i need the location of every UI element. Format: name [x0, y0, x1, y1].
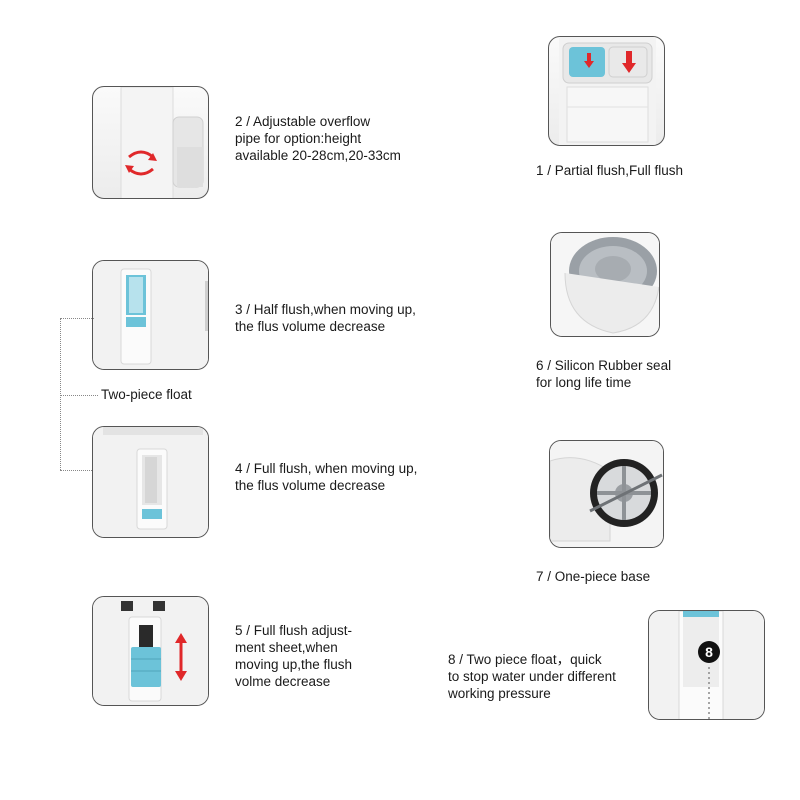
full-flush-photo: [92, 426, 209, 538]
one-piece-base-photo: [549, 440, 664, 548]
adjustment-sheet-photo: [92, 596, 209, 706]
number-badge: 8: [698, 641, 720, 663]
overflow-pipe-photo: [92, 86, 209, 199]
full-flush-arrow-icon: [622, 51, 636, 73]
half-flush-arrow-icon: [584, 53, 594, 68]
caption-two-piece-float: 8 / Two piece float，quick to stop water …: [448, 652, 616, 701]
caption-rubber-seal: 6 / Silicon Rubber seal for long life ti…: [536, 358, 672, 390]
flush-button-photo: [548, 36, 665, 146]
half-flush-photo: [92, 260, 209, 370]
caption-one-piece-base: 7 / One-piece base: [536, 569, 651, 584]
caption-overflow-pipe: 2 / Adjustable overflow pipe for option:…: [235, 114, 401, 163]
caption-half-flush: 3 / Half flush,when moving up, the flus …: [235, 302, 416, 334]
caption-flush-button: 1 / Partial flush,Full flush: [536, 163, 684, 178]
caption-adjustment-sheet: 5 / Full flush adjust- ment sheet,when m…: [235, 623, 353, 689]
rotate-arrow-icon: [128, 150, 154, 159]
rubber-seal-photo: [550, 232, 660, 337]
two-piece-float-photo: 8: [648, 610, 765, 720]
caption-full-flush: 4 / Full flush, when moving up, the flus…: [235, 461, 418, 493]
two-piece-float-label: Two-piece float: [98, 387, 195, 402]
